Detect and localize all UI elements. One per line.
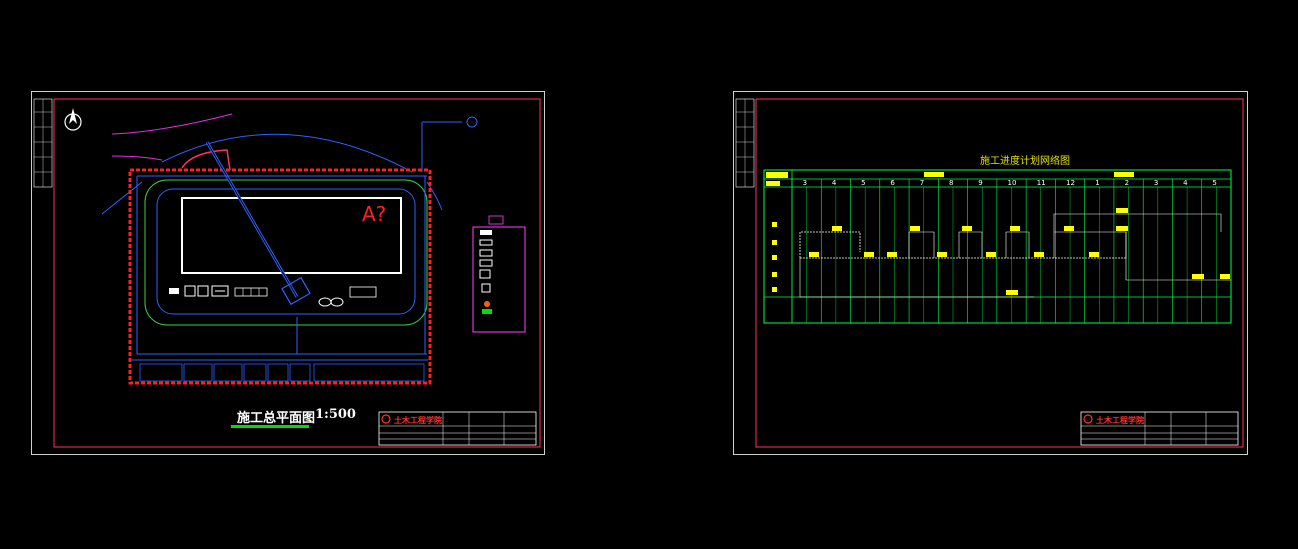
north-arrow-icon xyxy=(64,108,82,131)
title-block xyxy=(1080,411,1239,446)
network-title: 施工进度计划网络图 xyxy=(980,156,1070,167)
site-plan-drawing xyxy=(33,98,541,448)
month-label: 7 xyxy=(919,179,925,187)
month-label: 8 xyxy=(948,179,954,187)
title-block xyxy=(378,411,537,446)
network-paths xyxy=(799,213,1231,298)
title-block-school: 土木工程学院 xyxy=(394,416,442,425)
plan-scale: 1:500 xyxy=(315,407,356,422)
site-plan-sheet: A? 施工总平面图 1:500 土木工程学院 xyxy=(31,91,545,455)
inner-frame xyxy=(755,98,1244,448)
plan-title: 施工总平面图 xyxy=(237,411,316,426)
month-label: 3 xyxy=(1153,179,1159,187)
month-label: 9 xyxy=(978,179,983,187)
title-block-school: 土木工程学院 xyxy=(1096,416,1144,425)
month-label: 11 xyxy=(1036,179,1046,187)
plan-title-underline xyxy=(231,425,309,428)
network-activity-labels xyxy=(809,208,1230,295)
month-label: 1 xyxy=(1095,179,1100,187)
month-label: 10 xyxy=(1007,179,1017,187)
month-label: 5 xyxy=(1212,179,1217,187)
schedule-header-labels xyxy=(766,172,1134,292)
month-label: 4 xyxy=(831,179,837,187)
month-label: 6 xyxy=(890,179,895,187)
main-building xyxy=(181,197,402,274)
month-label: 12 xyxy=(1066,179,1075,187)
month-label: 3 xyxy=(802,179,808,187)
legend-box xyxy=(472,226,526,333)
inner-frame xyxy=(53,98,541,448)
month-label: 2 xyxy=(1124,179,1130,187)
schedule-grid xyxy=(763,169,1232,324)
month-label: 5 xyxy=(861,179,866,187)
network-schedule-drawing xyxy=(735,98,1244,448)
red-mark-label: A? xyxy=(362,202,387,226)
month-label: 4 xyxy=(1183,179,1188,187)
site-boundary xyxy=(128,168,432,385)
